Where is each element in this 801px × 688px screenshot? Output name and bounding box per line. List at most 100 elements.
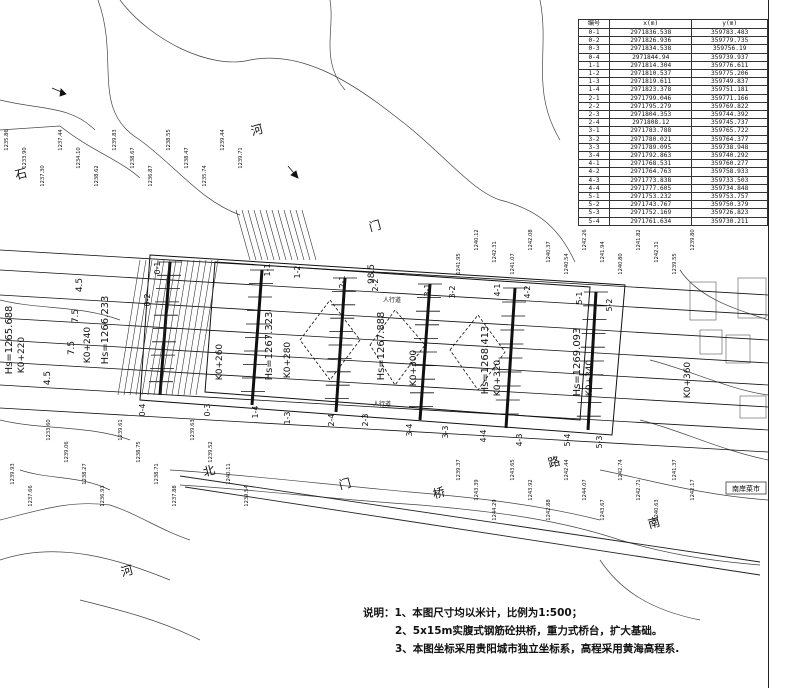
spot-height: 1238.75 — [136, 441, 142, 462]
spot-height: 1242.71 — [636, 479, 642, 500]
pier-point-label: 4-3 — [515, 433, 524, 446]
dimension-label: 7.5 — [71, 309, 81, 323]
pier-point-label: 3-2 — [448, 285, 457, 298]
bridge-alignment — [0, 249, 769, 453]
spot-height: 1235.86 — [4, 129, 10, 150]
pier-point-label: 0-3 — [203, 403, 212, 416]
pier-point-label: 1-2 — [293, 265, 302, 278]
header-x: x(m) — [609, 19, 693, 29]
dimension-label: 7.5 — [67, 341, 77, 355]
pier-point-label: 4-4 — [479, 429, 488, 442]
map-word: 石 — [13, 166, 28, 183]
cell-id: 3-4 — [577, 151, 611, 161]
pier-point-label: 3-4 — [405, 423, 414, 436]
dimension-label: 4.5 — [43, 371, 53, 385]
spot-height: 1240.63 — [654, 499, 660, 520]
walkway-label: 人行道 — [373, 400, 391, 408]
pier-point-label: 5-1 — [575, 291, 584, 304]
cell-y: 359771.166 — [691, 93, 768, 103]
elevation-label: Hs=1265.688 — [4, 306, 15, 375]
cell-y: 359753.757 — [691, 192, 768, 202]
spot-height: 1242.74 — [618, 459, 624, 481]
spot-height: 1242.31 — [492, 241, 498, 262]
cell-x: 2971764.763 — [609, 167, 693, 177]
elevation-label: Hs=1267.888 — [376, 312, 387, 381]
pier-point-label: 3-3 — [441, 425, 450, 438]
pier-point-label: 2-1 — [338, 275, 347, 288]
spot-height: 1239.61 — [118, 419, 124, 440]
cell-id: 2-1 — [577, 93, 611, 103]
spot-height: 1238.71 — [154, 463, 160, 484]
cell-y: 359745.737 — [691, 118, 768, 128]
map-word: 路 — [546, 453, 561, 471]
pier-point-label: 5-3 — [595, 435, 604, 448]
spot-heights: 1235.861233.901237.301237.441234.101238.… — [4, 129, 696, 521]
pier-point-label: 2-4 — [327, 413, 336, 426]
cell-id: 0-4 — [577, 52, 611, 62]
abutment-hatch — [117, 209, 317, 396]
spot-height: 1241.37 — [672, 459, 678, 480]
note-line-2: 2、5x15m实腹式钢筋砼拱桥，重力式桥台，扩大基础。 — [395, 625, 663, 637]
cell-id: 5-4 — [577, 216, 611, 226]
cell-y: 359764.377 — [691, 134, 768, 144]
spot-height: 1239.71 — [238, 147, 244, 168]
spot-height: 1241.95 — [456, 253, 462, 274]
station-label: K0+220 — [17, 337, 27, 374]
spot-height: 1243.67 — [600, 499, 606, 520]
spot-height: 1238.55 — [166, 129, 172, 150]
cell-x: 2971752.169 — [609, 208, 693, 218]
spot-height: 1243.92 — [528, 479, 534, 500]
pier-point-label: 0-4 — [138, 403, 147, 416]
spot-height: 1237.44 — [58, 129, 64, 151]
station-label: K0+320 — [493, 360, 503, 397]
dimension-label: 4.5 — [75, 278, 85, 292]
cell-y: 359783.483 — [691, 27, 768, 38]
sheet-border — [768, 0, 770, 688]
map-word: 桥 — [431, 485, 446, 502]
cell-x: 2971836.538 — [609, 27, 693, 38]
pier-point-label: 0-2 — [143, 293, 152, 306]
terrain-lines — [0, 0, 769, 641]
station-label: K0+300 — [409, 350, 419, 387]
cell-id: 5-3 — [577, 208, 611, 218]
cell-y: 359779.735 — [691, 36, 768, 46]
cell-x: 2971804.353 — [609, 110, 693, 120]
cell-id: 1-4 — [577, 85, 611, 95]
cell-x: 2971808.12 — [609, 118, 693, 128]
spot-height: 1237.88 — [172, 485, 178, 506]
spot-height: 1244.29 — [492, 499, 498, 520]
note-line-3: 3、本图坐标采用贵阳城市独立坐标系，高程采用黄海高程系. — [395, 643, 680, 655]
spot-height: 1240.54 — [564, 253, 570, 275]
spot-height: 1239.44 — [220, 129, 226, 151]
walkway-label: 人行道 — [383, 296, 401, 304]
drawing-notes: 说明：1、本图尺寸均以米计，比例为1:500； 2、5x15m实腹式钢筋砼拱桥，… — [363, 604, 679, 658]
cell-id: 1-1 — [577, 60, 611, 71]
station-label: K0+240 — [83, 327, 93, 364]
pier-hatching — [149, 261, 608, 431]
spot-height: 1233.60 — [46, 419, 52, 440]
map-word: 门 — [367, 217, 382, 235]
station-label: K0+280 — [283, 342, 293, 379]
cell-x: 2971761.634 — [609, 216, 693, 226]
cell-id: 1-3 — [577, 77, 611, 87]
station-label: K0+340 — [585, 360, 595, 397]
spot-height: 1237.30 — [40, 165, 46, 186]
cell-x: 2971773.838 — [609, 175, 693, 185]
elevation-label: Hs=1269.093 — [572, 328, 583, 397]
spot-height: 1242.88 — [546, 499, 552, 520]
cell-y: 359756.19 — [691, 44, 768, 54]
spot-height: 1241.94 — [600, 241, 606, 263]
cell-id: 5-2 — [577, 200, 611, 210]
spot-height: 1242.08 — [528, 229, 534, 250]
spot-height: 1236.87 — [148, 165, 154, 186]
cell-id: 3-2 — [577, 134, 611, 144]
spot-height: 1239.63 — [190, 419, 196, 440]
